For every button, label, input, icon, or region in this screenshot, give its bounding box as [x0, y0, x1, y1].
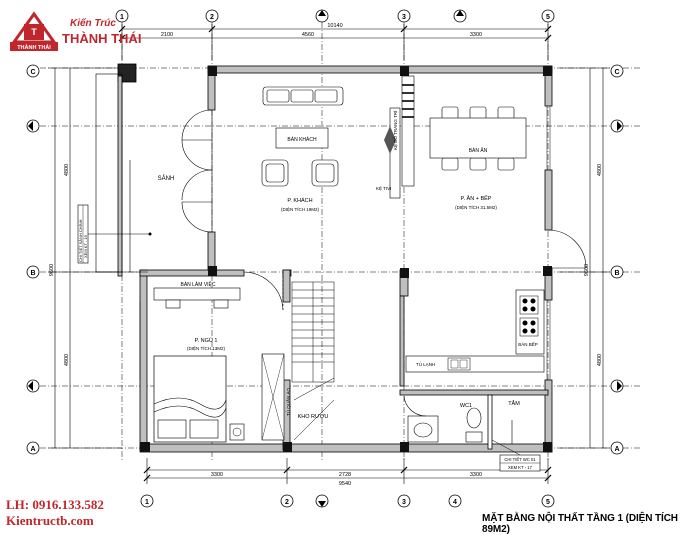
logo-line2: THÀNH THÁI — [62, 31, 141, 46]
svg-text:1: 1 — [120, 14, 124, 21]
dimension-ticks — [118, 25, 552, 482]
svg-text:T: T — [31, 27, 37, 37]
room-labels: SẢNH P. KHÁCH (DIỆN TÍCH 19M2) P. ĂN + B… — [158, 175, 521, 420]
svg-text:3: 3 — [402, 499, 406, 506]
kitchen-door — [547, 229, 587, 269]
tu-quan-ao-label: TỦ QUẦN ÁO — [285, 387, 291, 416]
kitchen-counter: BÀN BẾP TỦ LẠNH — [405, 289, 545, 373]
dimension-labels: 2100 4560 3300 10140 3300 2728 3300 9540… — [49, 23, 603, 487]
svg-text:3: 3 — [402, 14, 406, 21]
bedroom-door — [243, 271, 284, 311]
dim-bottom-1: 3300 — [211, 472, 223, 478]
ban-an-label: BÀN ĂN — [469, 147, 488, 154]
svg-text:4: 4 — [453, 499, 457, 506]
room-kho: KHO RƯỢU — [298, 414, 329, 420]
grid-bubbles-top: 1 2 3 5 — [115, 9, 555, 23]
ke-tivi-label: KỆ TIVI — [376, 184, 391, 191]
porch — [95, 73, 148, 273]
svg-text:1: 1 — [145, 499, 149, 506]
room-khach-area: (DIỆN TÍCH 19M2) — [281, 205, 319, 212]
tv-area: KỆ ĐỒ TRANG TRÍ KỆ TIVI — [376, 75, 415, 199]
wardrobe: TỦ QUẦN ÁO — [261, 353, 291, 441]
dim-top-total: 10140 — [327, 23, 342, 29]
wc-fixtures — [403, 395, 513, 444]
dim-top-1: 2100 — [161, 32, 173, 38]
svg-text:B: B — [614, 270, 619, 277]
plan-title: MẶT BẰNG NỘI THẤT TẦNG 1 (DIỆN TÍCH 89M2… — [482, 513, 678, 535]
room-ngu: P. NGỦ 1 — [195, 337, 218, 344]
svg-text:XEM KT - 17: XEM KT - 17 — [508, 465, 533, 470]
dim-right-1: 4800 — [597, 164, 603, 176]
dim-right-total: 9600 — [584, 264, 590, 276]
svg-text:CHI TIẾT WC 01: CHI TIẾT WC 01 — [504, 457, 536, 462]
svg-text:CHI TIẾT SẢNH CHÍNH: CHI TIẾT SẢNH CHÍNH — [78, 219, 83, 262]
armchairs — [261, 159, 339, 187]
ke-trang-tri-label: KỆ ĐỒ TRANG TRÍ — [391, 110, 398, 150]
brand-logo: T THÀNH THÁI Kiến Trúc THÀNH THÁI — [10, 11, 141, 51]
walls — [117, 63, 553, 453]
room-khach: P. KHÁCH — [287, 197, 312, 204]
dim-top-3: 3300 — [470, 32, 482, 38]
contact-website[interactable]: Kientructb.com — [6, 513, 94, 528]
logo-line1: Kiến Trúc — [70, 17, 116, 29]
callout-wc: CHI TIẾT WC 01 XEM KT - 17 — [491, 439, 541, 472]
bed — [153, 355, 245, 443]
dim-right-2: 4800 — [597, 354, 603, 366]
svg-text:C: C — [614, 69, 619, 76]
dim-bottom-2: 2728 — [339, 472, 351, 478]
contact-phone: LH: 0916.133.582 — [6, 497, 104, 512]
dim-left-2: 4800 — [64, 354, 70, 366]
entrance-doors — [181, 109, 213, 233]
room-ngu-area: (DIỆN TÍCH 13M2) — [187, 344, 225, 351]
contact-block: LH: 0916.133.582 Kientructb.com — [6, 497, 104, 529]
ban-bep-label: BÀN BẾP — [518, 341, 538, 347]
room-tam: TẮM — [508, 399, 520, 407]
dim-left-1: 4800 — [64, 164, 70, 176]
dim-top-2: 4560 — [302, 32, 314, 38]
svg-text:XEM KT - 19: XEM KT - 19 — [83, 234, 88, 258]
ban-lam-viec-label: BÀN LÀM VIỆC — [180, 280, 215, 288]
coffee-table: BÀN KHÁCH — [275, 127, 329, 149]
dim-bottom-total: 9540 — [339, 481, 351, 487]
svg-text:C: C — [30, 69, 35, 76]
grid-bubbles-side: C B A C B A — [26, 64, 624, 455]
grid-bubbles-bottom: 1 2 3 4 5 — [140, 494, 555, 508]
svg-text:A: A — [614, 446, 619, 453]
room-wc: WC1 — [460, 403, 472, 409]
windows — [139, 106, 551, 380]
work-desk: BÀN LÀM VIỆC — [153, 280, 241, 309]
dining-table: BÀN ĂN — [429, 106, 527, 171]
room-an-bep: P. ĂN + BẾP — [461, 195, 492, 202]
staircase — [291, 281, 335, 441]
svg-text:2: 2 — [285, 499, 289, 506]
dim-bottom-3: 3300 — [470, 472, 482, 478]
svg-text:5: 5 — [546, 499, 550, 506]
sofa — [262, 86, 344, 106]
room-sanh: SẢNH — [158, 175, 175, 182]
room-an-bep-area: (DIỆN TÍCH 31.5M2) — [455, 203, 497, 210]
svg-text:B: B — [30, 270, 35, 277]
svg-text:2: 2 — [210, 14, 214, 21]
svg-text:5: 5 — [546, 14, 550, 21]
columns — [140, 66, 552, 452]
logo-badge-text: THÀNH THÁI — [17, 44, 51, 51]
svg-text:A: A — [30, 446, 35, 453]
callout-sanh: CHI TIẾT SẢNH CHÍNH XEM KT - 19 — [77, 204, 152, 264]
dim-left-total: 9600 — [49, 264, 55, 276]
ban-khach-label: BÀN KHÁCH — [287, 136, 317, 143]
tu-lanh-label: TỦ LẠNH — [416, 361, 435, 367]
